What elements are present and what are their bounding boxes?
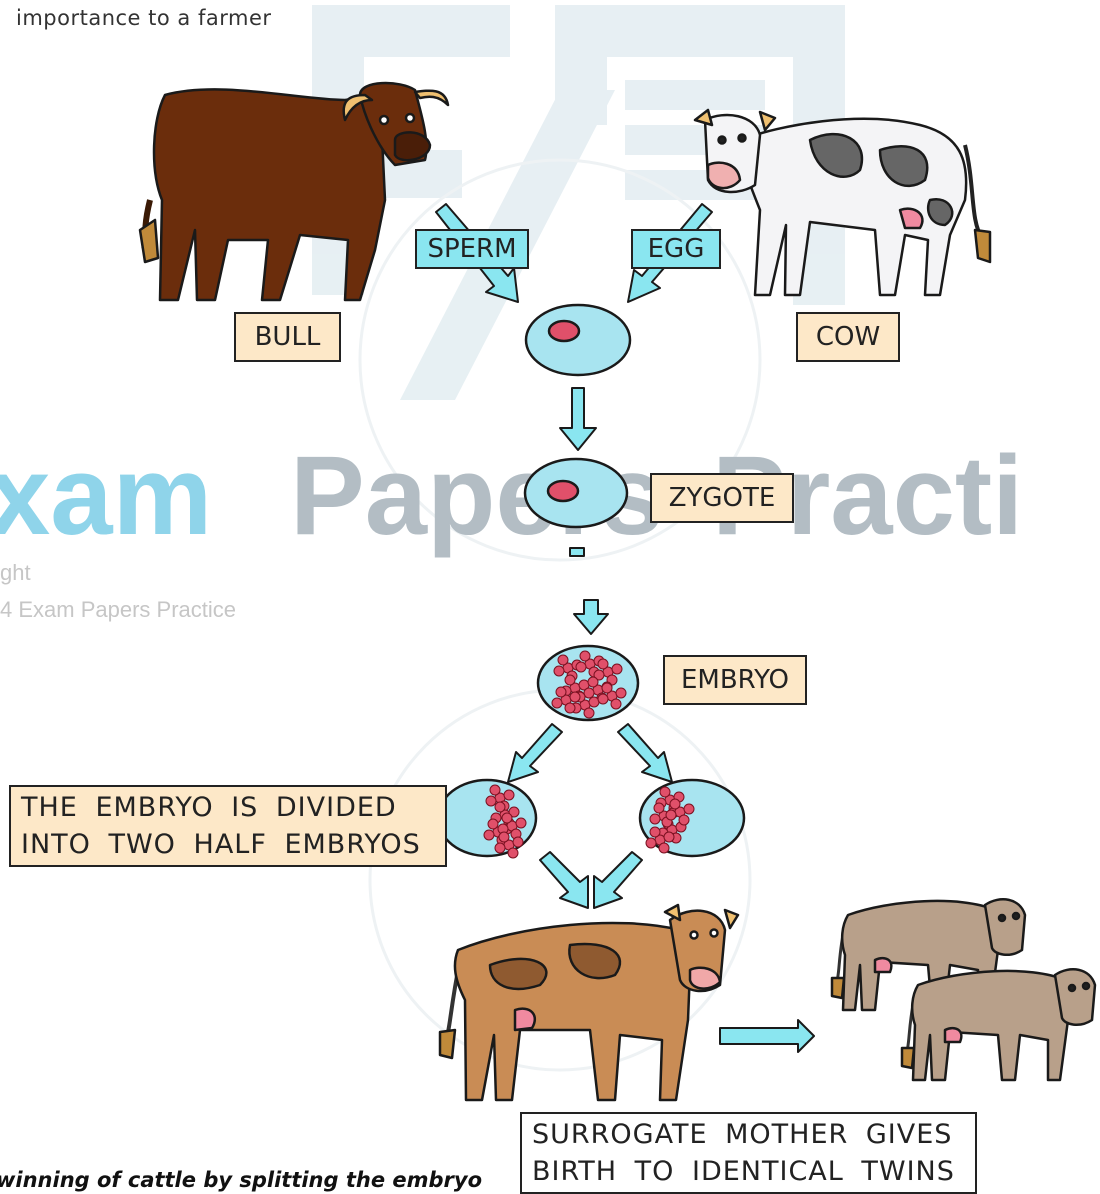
- label-zygote: ZYGOTE: [650, 473, 794, 523]
- half-embryo-right: [638, 778, 746, 858]
- half-embryo-left: [436, 778, 538, 859]
- label-egg: EGG: [631, 229, 721, 269]
- fertilised-cell: [524, 303, 632, 377]
- twin-cow-2: [900, 968, 1097, 1082]
- watermark-copyright-line1: ght: [0, 560, 31, 585]
- embryo-cell: [536, 644, 640, 722]
- arrow-cell-to-zygote: [559, 387, 597, 451]
- surrogate-cow-illustration: [438, 903, 740, 1102]
- label-surrogate-mother: SURROGATE MOTHER GIVES BIRTH TO IDENTICA…: [520, 1112, 977, 1194]
- arrow-surrogate-to-twins: [719, 1019, 815, 1053]
- intro-text: importance to a farmer: [16, 6, 272, 30]
- arrow-zygote-to-embryo-top: [569, 547, 585, 557]
- cow-illustration: [693, 108, 992, 297]
- arrow-embryo-to-right-half: [617, 723, 673, 783]
- label-bull: BULL: [234, 312, 341, 362]
- label-embryo-divided-line2: INTO TWO HALF EMBRYOS: [21, 829, 421, 860]
- twin-cow-1: [830, 898, 1027, 1012]
- arrow-embryo-to-left-half: [507, 723, 563, 783]
- watermark-word-exam: xam: [0, 433, 213, 558]
- label-embryo-divided-line1: THE EMBRYO IS DIVIDED: [21, 792, 397, 823]
- bull-illustration: [138, 81, 450, 302]
- arrow-right-half-to-surrogate: [593, 851, 643, 909]
- label-sperm: SPERM: [415, 229, 529, 269]
- label-embryo: EMBRYO: [663, 655, 807, 705]
- arrow-zygote-to-embryo: [573, 599, 609, 635]
- zygote-cell: [523, 457, 629, 529]
- figure-caption: winning of cattle by splitting the embry…: [0, 1168, 483, 1192]
- watermark-copyright-line2: 4 Exam Papers Practice: [0, 597, 236, 622]
- label-surrogate-line1: SURROGATE MOTHER GIVES: [532, 1119, 953, 1150]
- label-cow: COW: [796, 312, 900, 362]
- arrow-left-half-to-surrogate: [539, 851, 589, 909]
- label-surrogate-line2: BIRTH TO IDENTICAL TWINS: [532, 1156, 955, 1187]
- label-embryo-divided: THE EMBRYO IS DIVIDED INTO TWO HALF EMBR…: [9, 785, 447, 867]
